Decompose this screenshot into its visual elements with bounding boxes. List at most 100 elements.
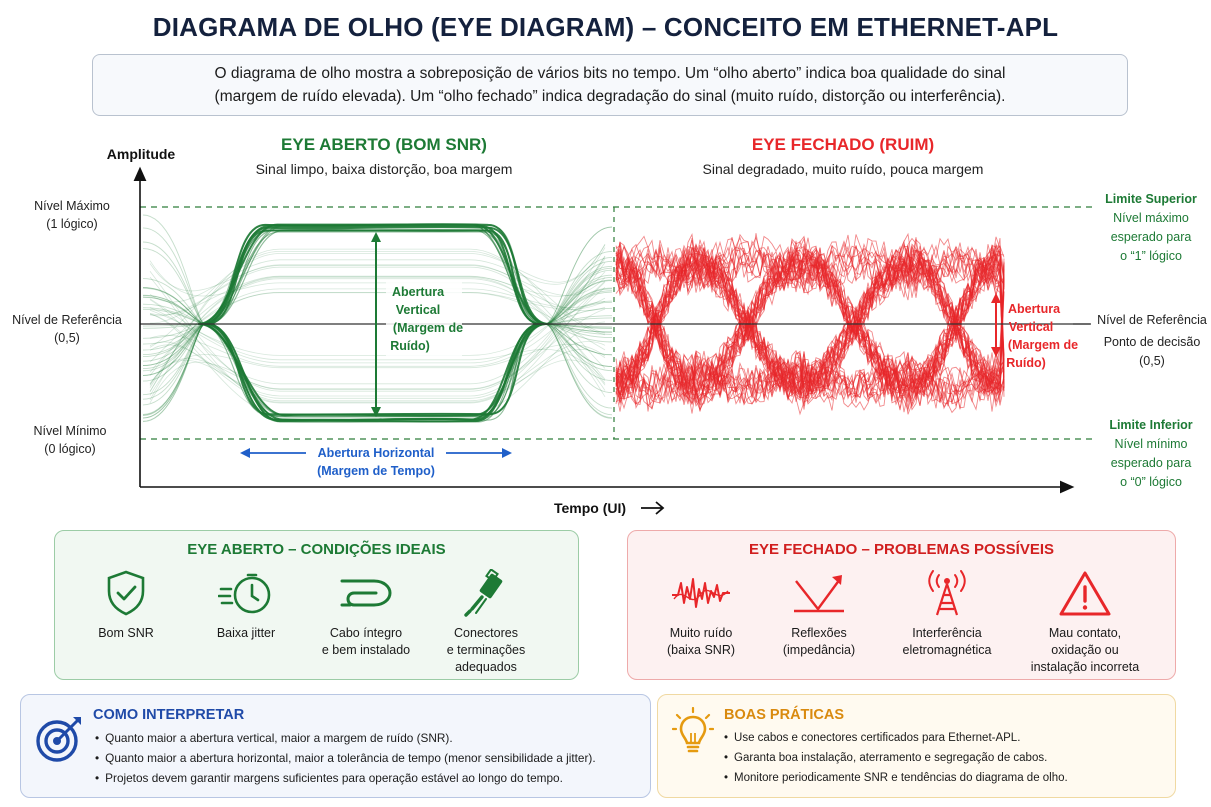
right-ref-desc-1: Ponto de decisão	[1104, 335, 1201, 349]
eye-trace	[544, 323, 613, 372]
eye-trace	[544, 290, 613, 325]
interpret-item: Quanto maior a abertura vertical, maior …	[95, 728, 596, 748]
closed-eye-arrow-top-icon	[991, 293, 1001, 303]
intro-box: O diagrama de olho mostra a sobreposição…	[92, 54, 1128, 116]
horizontal-opening-label-1: Abertura Horizontal	[318, 446, 435, 460]
practice-item: Use cabos e conectores certificados para…	[724, 728, 1068, 748]
eye-trace	[544, 269, 613, 325]
eye-trace	[142, 323, 206, 376]
eye-trace	[544, 287, 613, 325]
open-eye-vertical-label-3: (Margem de	[393, 321, 463, 335]
open-eye-traces	[142, 214, 613, 423]
ideal-item-label: Cabo íntegro e bem instalado	[321, 626, 411, 657]
target-icon	[36, 717, 81, 762]
right-ref-desc-2: (0,5)	[1139, 354, 1165, 368]
eye-trace	[207, 229, 550, 325]
practices-card: BOAS PRÁTICAS Use cabos e conectores cer…	[657, 694, 1176, 798]
eye-trace	[544, 267, 613, 325]
horizontal-opening-label-2: (Margem de Tempo)	[317, 464, 435, 478]
ideal-item-label: Conectores e terminações adequados	[446, 626, 526, 674]
problem-item-label: Mau contato, oxidação ou instalação inco…	[1030, 626, 1140, 674]
level-min-label: Nível Mínimo	[34, 424, 107, 438]
eye-trace	[201, 230, 549, 325]
eye-trace	[544, 323, 613, 416]
antenna-icon	[928, 570, 966, 616]
eye-trace	[544, 276, 613, 325]
level-ref-sub: (0,5)	[54, 331, 80, 345]
problem-item-label: Muito ruído (baixa SNR)	[666, 626, 736, 657]
eye-trace	[615, 252, 1005, 397]
eye-trace	[142, 214, 206, 325]
problems-title: EYE FECHADO – PROBLEMAS POSSÍVEIS	[748, 541, 1055, 558]
practices-title: BOAS PRÁTICAS	[724, 707, 845, 723]
upper-limit-desc-2: esperado para	[1111, 230, 1192, 244]
level-min-sub: (0 lógico)	[44, 442, 95, 456]
page-title: DIAGRAMA DE OLHO (EYE DIAGRAM) – CONCEIT…	[152, 12, 1059, 42]
interpret-item: Projetos devem garantir margens suficien…	[95, 768, 596, 788]
eye-trace	[142, 323, 206, 417]
upper-limit-desc-1: Nível máximo	[1113, 211, 1189, 225]
ideal-item-connectors: Conectores e terminações adequados	[421, 569, 551, 676]
eye-trace	[615, 244, 1005, 401]
eye-trace	[201, 224, 547, 325]
closed-eye-title: EYE FECHADO (RUIM)	[752, 135, 934, 154]
ideal-item-label: Baixa jitter	[216, 626, 276, 640]
timer-icon	[218, 573, 271, 614]
practices-list: Use cabos e conectores certificados para…	[724, 728, 1068, 788]
eye-trace	[544, 323, 613, 409]
eye-trace	[544, 250, 613, 325]
eye-trace	[142, 323, 206, 416]
eye-trace	[203, 323, 541, 422]
eye-trace	[149, 292, 606, 401]
eye-trace	[149, 256, 606, 392]
eye-trace	[142, 241, 206, 325]
eye-trace	[204, 223, 549, 325]
eye-trace	[544, 280, 613, 325]
eye-trace	[544, 323, 613, 368]
eye-trace	[149, 344, 606, 396]
problem-item-contact: Mau contato, oxidação ou instalação inco…	[1020, 569, 1150, 676]
open-eye-vertical-label-1: Abertura	[392, 285, 445, 299]
practice-item: Monitore periodicamente SNR e tendências…	[724, 768, 1068, 788]
eye-trace	[615, 257, 1005, 395]
eye-trace	[142, 323, 206, 382]
open-eye-vertical-label-4: Ruído)	[390, 339, 430, 353]
eye-trace	[544, 226, 613, 325]
eye-trace	[544, 226, 613, 325]
eye-trace	[142, 323, 206, 406]
level-max-sub: (1 lógico)	[46, 217, 97, 231]
problem-item-noise: Muito ruído (baixa SNR)	[636, 569, 766, 659]
closed-eye-vertical-label-2: Vertical	[1009, 320, 1053, 334]
ideal-item-cable: Cabo íntegro e bem instalado	[301, 569, 431, 659]
interpret-item: Quanto maior a abertura horizontal, maio…	[95, 748, 595, 768]
eye-trace	[544, 323, 613, 381]
ideal-item-snr: Bom SNR	[61, 569, 191, 642]
noise-wave-icon	[672, 578, 730, 608]
eye-trace	[149, 277, 606, 398]
x-axis-label: Tempo (UI)	[554, 500, 626, 516]
right-ref-label: Nível de Referência	[1097, 313, 1207, 327]
eye-trace	[615, 253, 1005, 394]
eye-trace	[615, 245, 1005, 409]
eye-trace	[149, 244, 606, 303]
eye-trace	[142, 248, 206, 325]
shield-check-icon	[107, 570, 145, 616]
lightbulb-icon	[672, 707, 714, 753]
eye-trace	[544, 323, 613, 419]
ideal-conditions-title: EYE ABERTO – CONDIÇÕES IDEAIS	[187, 541, 446, 558]
eye-diagram: Amplitude Tempo (UI) Nível Máximo (1 lóg…	[12, 135, 1207, 516]
eye-trace	[142, 323, 206, 396]
eye-trace	[149, 280, 606, 367]
eye-trace	[202, 231, 545, 325]
lower-limit-desc-1: Nível mínimo	[1115, 437, 1188, 451]
open-eye-title: EYE ABERTO (BOM SNR)	[281, 135, 487, 154]
open-eye-arrow-bottom-icon	[371, 407, 381, 417]
interpret-title: COMO INTERPRETAR	[93, 707, 245, 723]
upper-limit-desc-3: o “1” lógico	[1120, 249, 1182, 263]
eye-trace	[142, 227, 206, 325]
eye-trace	[142, 323, 206, 376]
open-eye-vertical-label-2: Vertical	[396, 303, 440, 317]
eye-trace	[142, 323, 206, 419]
eye-trace	[142, 323, 206, 423]
eye-trace	[615, 242, 1005, 405]
